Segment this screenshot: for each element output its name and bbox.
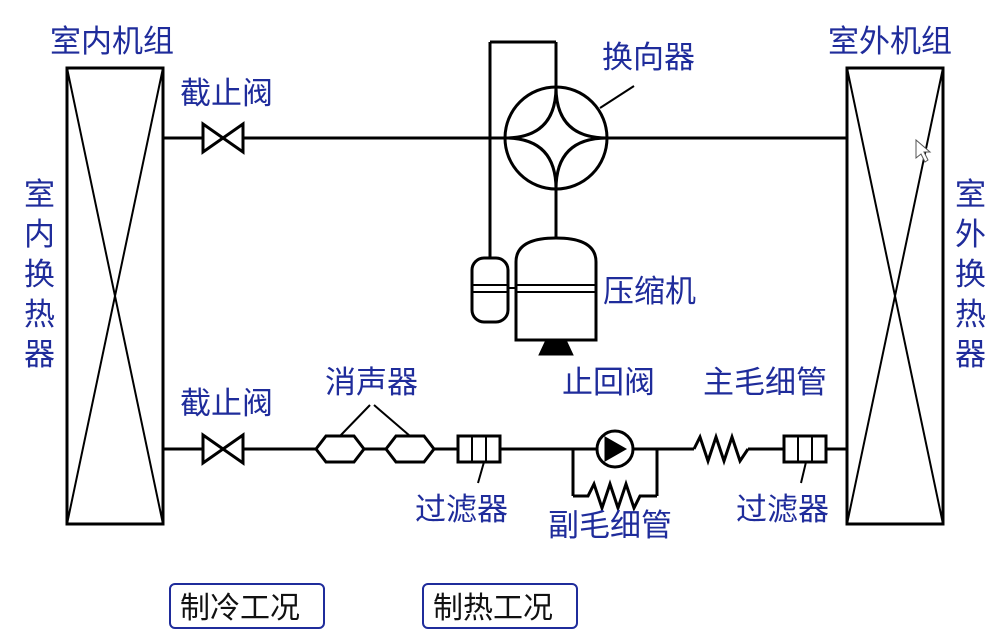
- stop-valve-bottom: [201, 432, 245, 466]
- heating-mode-button[interactable]: 制热工况: [422, 583, 578, 629]
- stop-valve-top-label: 截止阀: [180, 76, 273, 112]
- outdoor-hx-char: 热: [955, 297, 986, 333]
- heating-mode-label: 制热工况: [433, 591, 553, 626]
- indoor-hx-char: 内: [24, 217, 55, 253]
- muffler: [314, 404, 436, 464]
- compressor: [470, 236, 598, 356]
- reversing-valve: [488, 40, 635, 258]
- filter-left-label: 过滤器: [415, 492, 508, 528]
- outdoor-hx-char: 外: [955, 217, 986, 253]
- reversing-valve-label: 换向器: [602, 40, 695, 76]
- outdoor-hx-char: 室: [955, 177, 986, 213]
- indoor-hx-label: 室 内 换 热 器: [24, 177, 55, 373]
- check-valve: [571, 429, 659, 513]
- check-valve-label: 止回阀: [562, 365, 655, 401]
- outdoor-heat-exchanger: [845, 66, 945, 526]
- main-capillary-label: 主毛细管: [703, 365, 827, 401]
- filter-left: [456, 434, 502, 484]
- indoor-heat-exchanger: [65, 66, 165, 526]
- muffler-label: 消声器: [325, 365, 418, 401]
- stop-valve-bottom-label: 截止阀: [180, 386, 273, 422]
- outdoor-unit-label: 室外机组: [828, 24, 952, 60]
- stop-valve-top: [201, 121, 245, 155]
- filter-right-label: 过滤器: [736, 492, 829, 528]
- indoor-unit-label: 室内机组: [50, 24, 174, 60]
- main-capillary: [692, 432, 750, 466]
- aux-capillary-label: 副毛细管: [548, 508, 672, 544]
- cooling-mode-button[interactable]: 制冷工况: [169, 583, 325, 629]
- indoor-hx-char: 换: [24, 257, 55, 293]
- indoor-hx-char: 器: [24, 337, 55, 373]
- compressor-label: 压缩机: [603, 274, 696, 310]
- mouse-cursor-icon: [915, 138, 932, 163]
- cooling-mode-label: 制冷工况: [180, 591, 300, 626]
- outdoor-hx-char: 换: [955, 257, 986, 293]
- outdoor-hx-label: 室 外 换 热 器: [955, 177, 986, 373]
- indoor-hx-char: 热: [24, 297, 55, 333]
- outdoor-hx-char: 器: [955, 337, 986, 373]
- indoor-hx-char: 室: [24, 177, 55, 213]
- filter-right: [782, 434, 828, 484]
